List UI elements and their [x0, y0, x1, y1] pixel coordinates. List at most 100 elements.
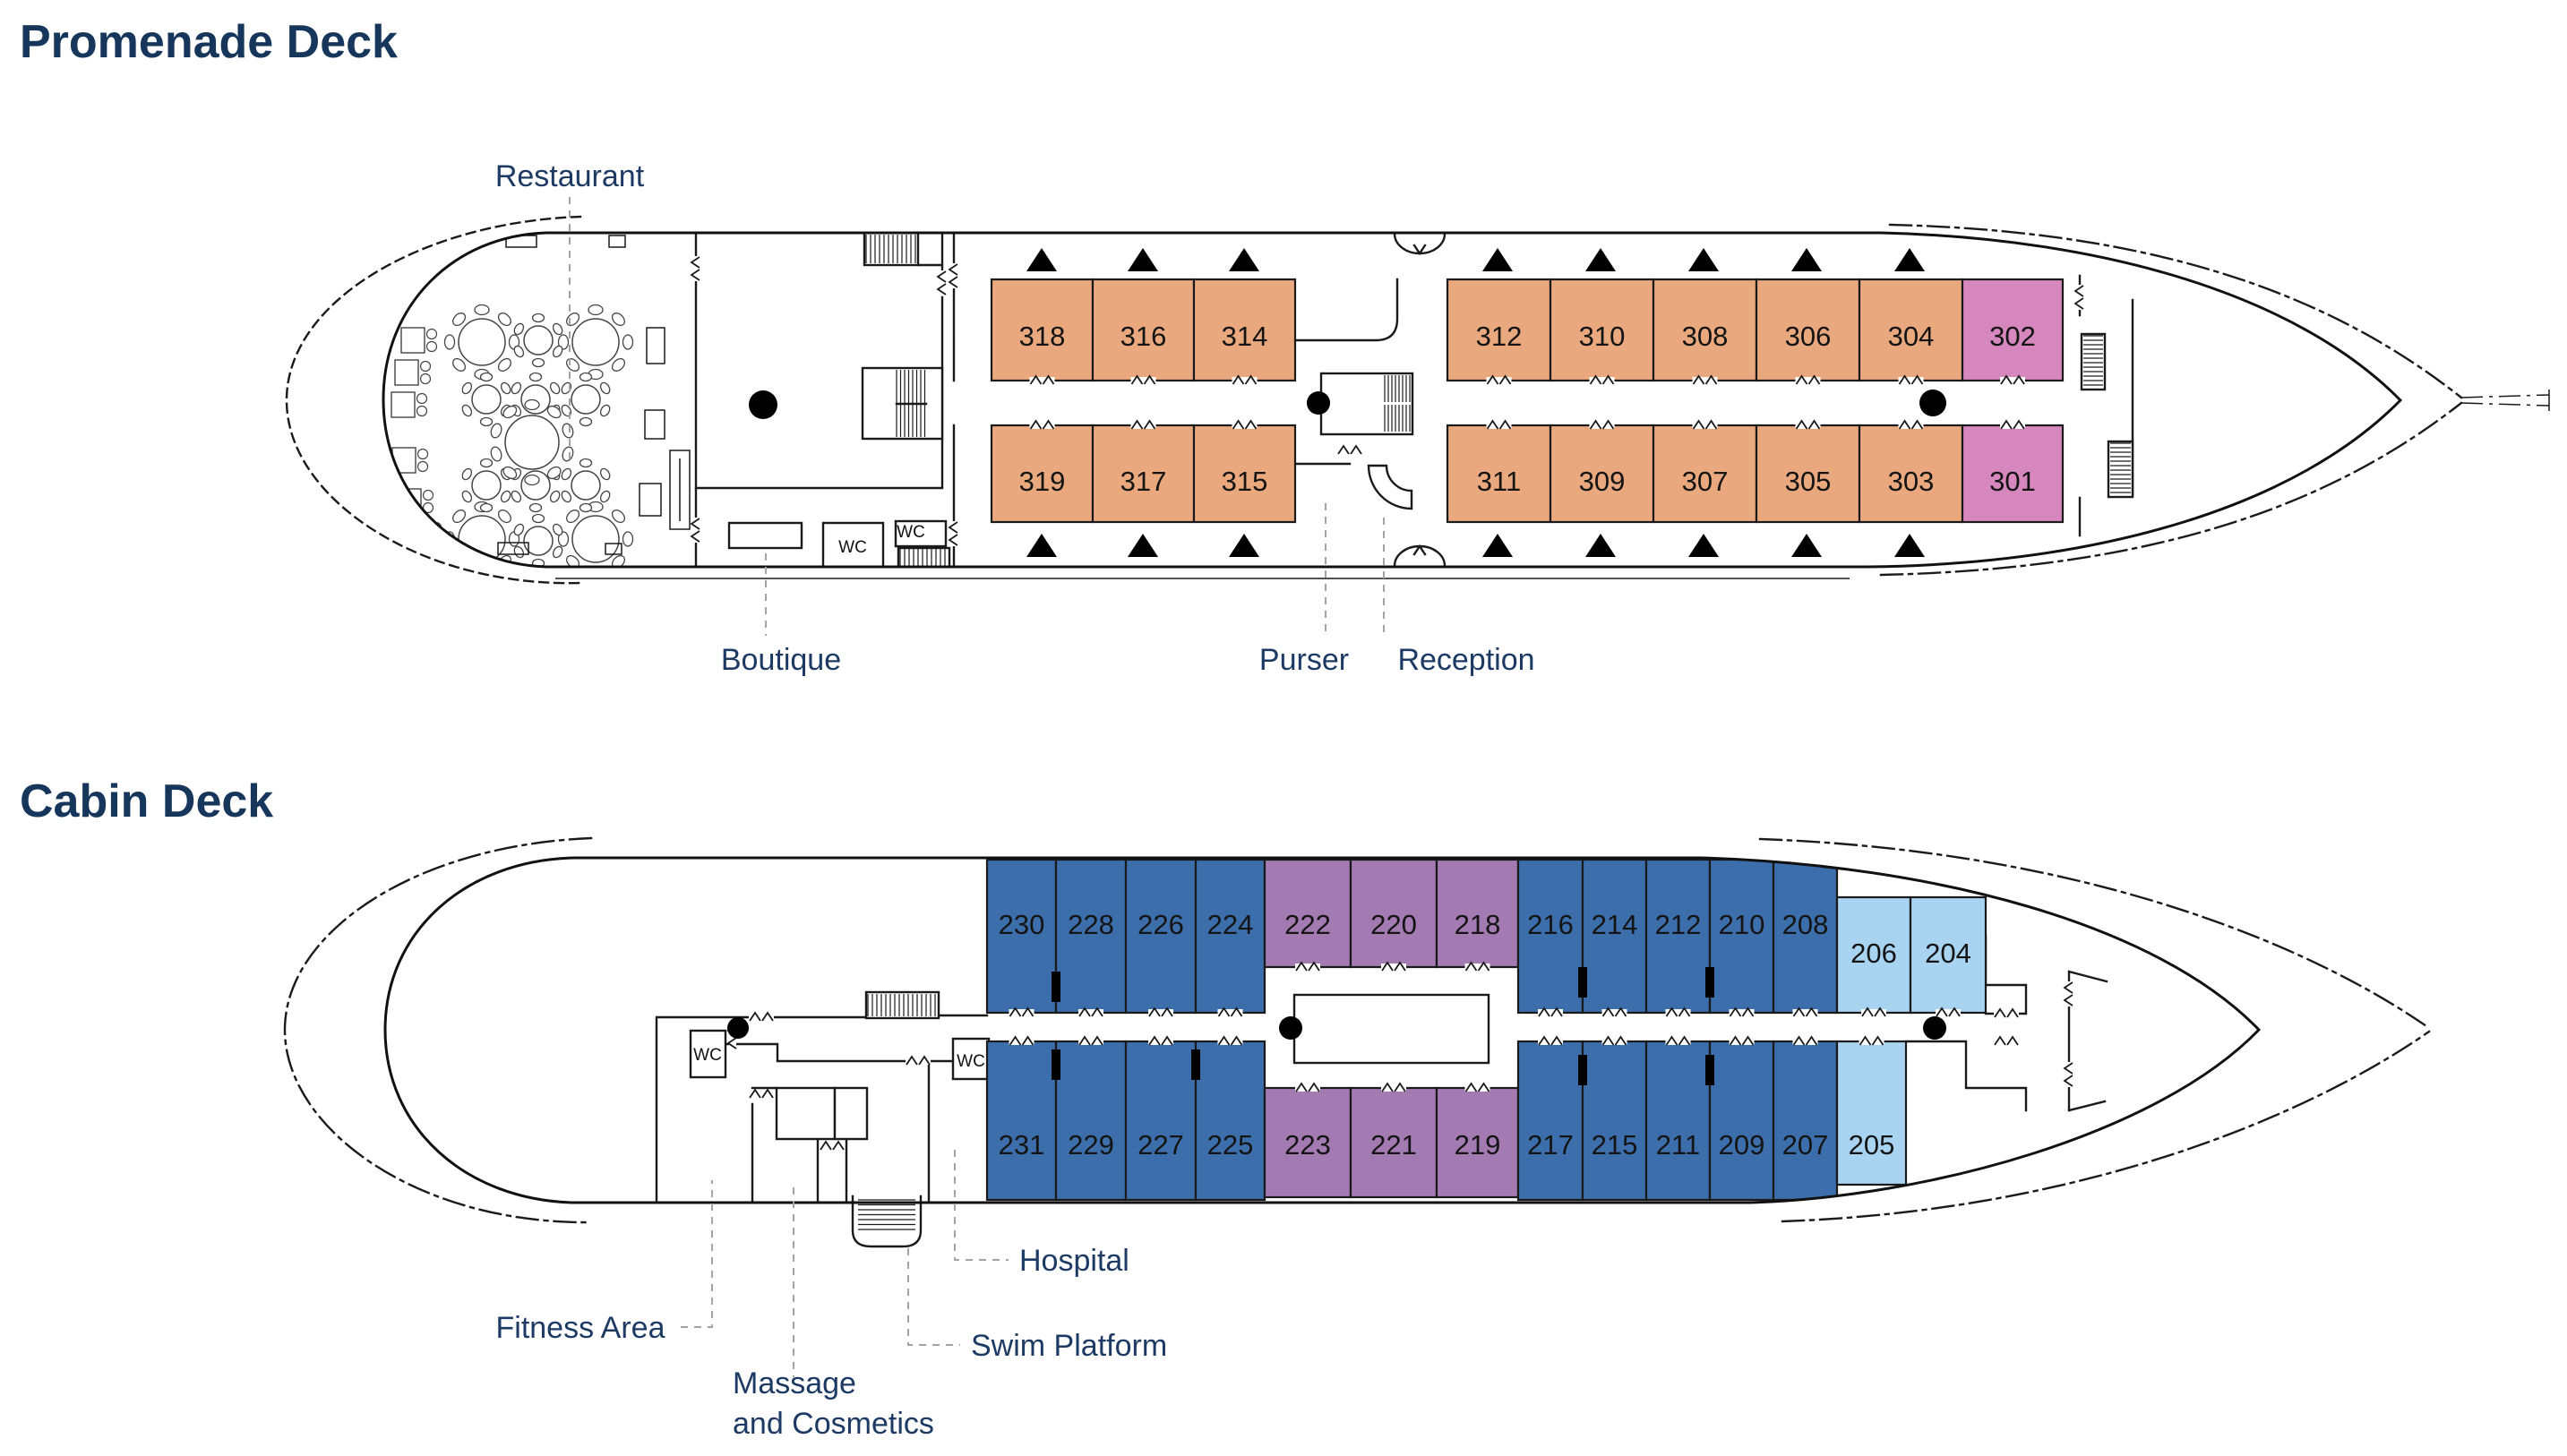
pillar-dot	[749, 390, 777, 419]
cabin-number: 214	[1592, 909, 1638, 940]
door-symbol	[690, 518, 700, 543]
cabin-214[interactable]	[1581, 858, 1648, 1015]
cabin-312[interactable]	[1446, 278, 1552, 382]
cabin-310[interactable]	[1549, 278, 1655, 382]
wc-label: WC	[957, 1052, 985, 1071]
cabin-227[interactable]	[1124, 1040, 1198, 1202]
door-stop-mark	[1705, 1055, 1714, 1085]
cabin-211[interactable]	[1644, 1040, 1712, 1202]
wc-room	[894, 519, 948, 548]
cabin-number: 309	[1579, 466, 1626, 497]
door-symbol	[1692, 419, 1718, 430]
cabin-302[interactable]	[1961, 278, 2065, 382]
cabin-204[interactable]	[1909, 895, 1987, 1015]
pillar-dot	[727, 1017, 749, 1039]
cabin-207[interactable]	[1772, 1040, 1839, 1202]
cabin-deck-hull	[383, 856, 2262, 1204]
stairs	[863, 233, 920, 267]
cabin-number: 218	[1455, 909, 1501, 940]
door-symbol	[1148, 1035, 1173, 1046]
door-symbol	[1381, 1082, 1406, 1092]
cabin-225[interactable]	[1194, 1040, 1266, 1202]
restaurant-table	[458, 515, 506, 563]
restaurant-table	[571, 384, 601, 415]
cabin-303[interactable]	[1858, 424, 1964, 524]
gangway-arch-top	[1393, 233, 1447, 256]
cabin-205[interactable]	[1835, 1040, 1908, 1186]
door-symbol	[2000, 419, 2025, 430]
door-symbol	[1217, 1035, 1243, 1046]
door-symbol	[1381, 961, 1406, 972]
pillars	[727, 1016, 1946, 1040]
cabin-number: 206	[1850, 938, 1897, 969]
cabin-228[interactable]	[1054, 858, 1128, 1015]
cabin-220[interactable]	[1349, 858, 1438, 969]
stairs	[313, 498, 356, 543]
window-triangle	[1026, 534, 1057, 557]
restaurant-table	[523, 325, 554, 355]
window-triangles	[1026, 248, 1925, 557]
wc-label: WC	[693, 1046, 722, 1065]
door-symbol	[1029, 374, 1055, 385]
cabin-306[interactable]	[1755, 278, 1861, 382]
cabin-215[interactable]	[1581, 1040, 1648, 1202]
cabin-216[interactable]	[1516, 858, 1584, 1015]
stairs	[897, 546, 951, 567]
wc-label: WC	[838, 538, 867, 557]
cabin-number: 314	[1222, 321, 1268, 352]
cabin-number: 230	[999, 909, 1045, 940]
boutique-label: Boutique	[721, 643, 841, 677]
cabin-number: 228	[1068, 909, 1114, 940]
cabin-318[interactable]	[990, 278, 1095, 382]
cabin-number: 220	[1370, 909, 1417, 940]
cabin-number: 222	[1284, 909, 1331, 940]
fitness-area-label: Fitness Area	[496, 1311, 665, 1345]
restaurant-label: Restaurant	[495, 159, 645, 193]
cabin-number: 207	[1782, 1129, 1829, 1161]
cabin-209[interactable]	[1708, 1040, 1775, 1202]
cabin-206[interactable]	[1835, 895, 1912, 1015]
cabin-222[interactable]	[1263, 858, 1352, 969]
purser-office	[1319, 372, 1414, 436]
massage-room	[833, 1086, 869, 1141]
door-symbol	[1795, 419, 1821, 430]
cabin-208[interactable]	[1772, 858, 1839, 1015]
cabin-number: 310	[1579, 321, 1626, 352]
cabin-doors	[690, 256, 2084, 546]
reception-label: Reception	[1397, 643, 1534, 677]
cabin-308[interactable]	[1652, 278, 1758, 382]
window-triangle	[1791, 534, 1822, 557]
cabin-314[interactable]	[1192, 278, 1297, 382]
massage-label-line2: and Cosmetics	[733, 1407, 934, 1441]
hospital-leader	[954, 1150, 1009, 1261]
cabin-number: 301	[1989, 466, 2036, 497]
cabin-304[interactable]	[1858, 278, 1964, 382]
cabin-301[interactable]	[1961, 424, 2065, 524]
cabin-223[interactable]	[1263, 1086, 1352, 1199]
cabin-316[interactable]	[1091, 278, 1196, 382]
restaurant-table	[471, 470, 502, 501]
cabin-229[interactable]	[1054, 1040, 1128, 1202]
restaurant-table	[504, 415, 560, 470]
door-stop-mark	[1052, 972, 1060, 1002]
stern-overhang-line	[285, 215, 582, 585]
door-symbol	[1861, 1006, 1886, 1017]
gangway-arch-bottom	[1393, 544, 1447, 567]
cabin-305[interactable]	[1755, 424, 1861, 524]
cabin-217[interactable]	[1516, 1040, 1584, 1202]
wc-label: WC	[897, 523, 925, 542]
cabin-number: 217	[1527, 1129, 1574, 1161]
cabin-309[interactable]	[1549, 424, 1655, 524]
bow-overhang-line-top	[1888, 223, 2463, 399]
cabin-number: 306	[1785, 321, 1832, 352]
cabin-315[interactable]	[1192, 424, 1297, 524]
door-symbol	[1792, 1035, 1818, 1046]
cabin-311[interactable]	[1446, 424, 1552, 524]
cabin-317[interactable]	[1091, 424, 1196, 524]
cabin-231[interactable]	[985, 1040, 1058, 1202]
door-symbol	[1486, 374, 1512, 385]
cabin-319[interactable]	[990, 424, 1095, 524]
door-stop-mark	[1705, 967, 1714, 998]
cabin-number: 304	[1888, 321, 1935, 352]
